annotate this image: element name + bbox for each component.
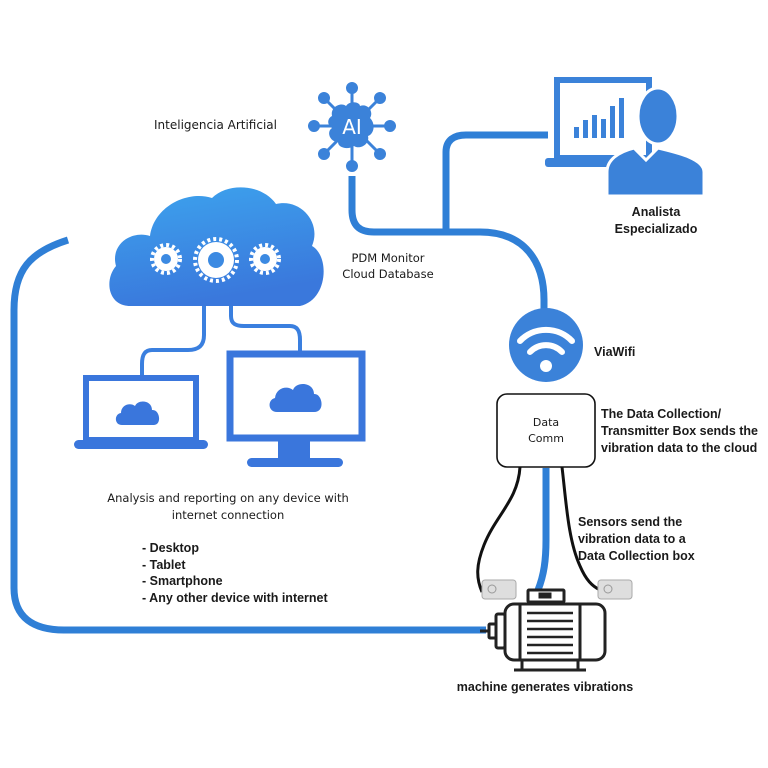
device-list-item: - Desktop <box>142 541 199 555</box>
connector-loop-to-motor <box>10 236 486 634</box>
analyst-label-line2: Especializado <box>614 222 698 236</box>
device-list-item: - Any other device with internet <box>142 590 328 605</box>
ai-label: Inteligencia Artificial <box>154 118 277 132</box>
monitor-cloud-icon <box>226 350 366 467</box>
cloud-gears-icon <box>109 187 324 376</box>
ai-icon-text: AI <box>342 115 362 139</box>
vibration-sensor-icon <box>481 579 633 600</box>
data-comm-box-line2: Comm <box>528 432 564 445</box>
bar-chart-icon <box>574 98 624 138</box>
device-list: - Desktop - Tablet - Smartphone - Any ot… <box>142 540 328 606</box>
data-comm-box-line1: Data <box>532 416 560 429</box>
laptop-cloud-icon <box>74 375 208 449</box>
connector-ai-to-junction <box>348 176 446 236</box>
analyst-label-line1: Analista <box>631 205 681 219</box>
ai-brain-network-icon <box>308 82 396 172</box>
wifi-label: ViaWifi <box>594 345 636 359</box>
sensors-desc-line1: Sensors send the <box>578 515 683 529</box>
sensors-desc-line3: Data Collection box <box>578 549 695 563</box>
devices-heading-line2: internet connection <box>171 508 285 522</box>
connector-junction-to-wifi <box>446 228 548 312</box>
wifi-icon <box>509 308 583 382</box>
analyst-label: Analista Especializado <box>596 204 716 238</box>
data-comm-description: The Data Collection/ Transmitter Box sen… <box>601 406 758 457</box>
cloud-db-label: PDM Monitor Cloud Database <box>328 250 448 282</box>
connector-lines <box>10 131 550 634</box>
sensor-cables <box>476 466 601 593</box>
device-list-item: - Tablet <box>142 557 186 572</box>
data-comm-desc-line2: Transmitter Box sends the <box>601 424 758 438</box>
connector-junction-to-analyst <box>442 131 548 232</box>
data-comm-desc-line1: The Data Collection/ <box>601 407 722 421</box>
devices-heading-line1: Analysis and reporting on any device wit… <box>107 491 349 505</box>
sensors-desc-line2: vibration data to a <box>578 532 686 546</box>
sensor-right <box>597 579 633 600</box>
data-comm-box <box>496 393 596 468</box>
devices-heading: Analysis and reporting on any device wit… <box>78 490 378 524</box>
sensor-left <box>481 579 517 600</box>
connector-datacomm-to-motor <box>534 468 550 592</box>
electric-motor-icon <box>480 588 607 672</box>
sensors-description: Sensors send the vibration data to a Dat… <box>578 514 695 565</box>
data-comm-box-label: Data Comm <box>497 415 595 447</box>
data-comm-desc-line3: vibration data to the cloud <box>601 441 758 455</box>
person-icon <box>605 86 706 198</box>
device-list-item: - Smartphone <box>142 574 223 588</box>
cloud-db-label-line2: Cloud Database <box>342 267 434 281</box>
analyst-with-chart-icon <box>545 77 706 198</box>
machine-label: machine generates vibrations <box>456 680 634 694</box>
cloud-db-label-line1: PDM Monitor <box>351 251 425 265</box>
